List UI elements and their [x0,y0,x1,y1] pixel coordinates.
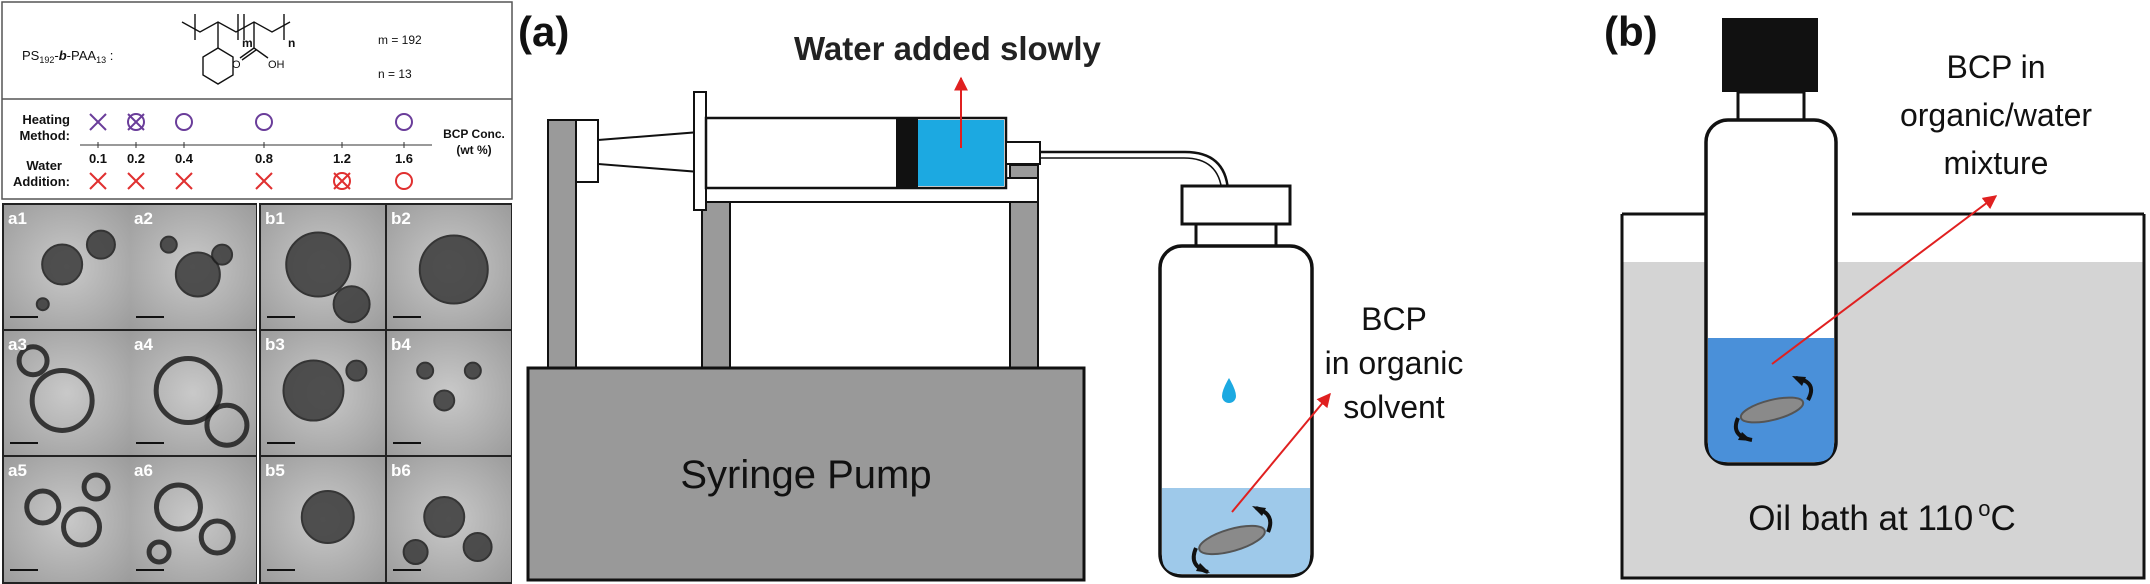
heating-label: Heating [22,112,70,127]
bcp-b-line3: mixture [1944,145,2049,181]
oil-bath-unit: C [1991,499,2016,538]
panel-b: (b) BCP in organic/water mixture Oil bat… [1604,8,2146,580]
heating-mark [175,113,193,131]
water-label: Water [26,158,62,173]
conc-tick-label: 1.6 [395,151,413,166]
water-mark [127,172,145,190]
table-border [1,1,513,200]
syringe-tip [1005,141,1041,165]
oil-bath-container [1620,214,2146,580]
vial-b-neck [1736,90,1806,124]
bcp-conc-label: BCP Conc. [443,127,505,141]
tem-grid: a1 a2 a3 a4 a5 a6 b1 b2 b3 b4 b5 b6 [4,205,511,582]
stand-left-post [547,119,577,371]
tem-image-b6: b6 [387,457,511,582]
water-mark [255,172,273,190]
struct-oh: OH [268,59,285,71]
tem-label: a5 [8,461,27,480]
tem-image-a4: a4 [130,331,256,455]
bcp-a-line1: BCP [1361,301,1427,337]
tem-image-a5: a5 [4,457,130,582]
heating-mark [255,113,273,131]
wt-label: (wt %) [456,143,491,157]
tem-label: b1 [265,209,285,228]
left-panel: PS192-b-PAA13 : m n O OH m = 192 n = 13 … [1,1,513,584]
stir-bar-b [1739,396,1805,424]
tem-label: a1 [8,209,27,228]
tem-label: a4 [134,335,153,354]
syringe-flange [693,91,707,211]
chemical-structure [181,14,291,85]
n-value: n = 13 [378,67,412,81]
vial-cap [1180,184,1292,226]
plunger-seal [896,118,918,188]
water-marks [89,172,413,190]
panel-b-tag: (b) [1604,8,1658,55]
tem-image-b4: b4 [387,331,511,455]
conc-tick-label: 0.1 [89,151,107,166]
tem-image-a1: a1 [4,205,130,329]
struct-n: n [288,36,295,50]
struct-m: m [242,36,253,50]
tem-image-b1: b1 [261,205,385,329]
bcp-arrow-b [1771,195,1998,365]
tem-image-b5: b5 [261,457,385,582]
tem-image-a6: a6 [130,457,256,582]
tem-image-a3: a3 [4,331,130,455]
tem-label: a6 [134,461,153,480]
bcp-b-line1: BCP in [1946,49,2045,85]
tem-image-a2: a2 [130,205,256,329]
water-mark [333,172,351,190]
oil-bath-degree: o [1978,496,1990,521]
tem-label: a2 [134,209,153,228]
bcp-a-line2: in organic [1325,345,1464,381]
stir-bar-a [1198,524,1266,556]
vial-b-cap [1722,18,1818,92]
method-label: Method: [19,128,70,143]
struct-o: O [232,59,241,71]
tem-label: b4 [391,335,411,354]
tem-label: a3 [8,335,27,354]
heating-marks [89,113,413,131]
tem-label: b6 [391,461,411,480]
stand-mid-post [701,197,731,371]
conc-tick-label: 0.8 [255,151,273,166]
syringe-pump-label: Syringe Pump [680,453,931,497]
oil-bath-text: Oil bath at 110 [1748,499,1973,538]
addition-label: Addition: [13,174,70,189]
panel-a-tag: (a) [518,8,569,55]
water-mark [395,172,413,190]
bcp-b-line2: organic/water [1900,97,2092,133]
tem-image-b3: b3 [261,331,385,455]
plunger-rod [597,130,701,174]
tem-image-b2: b2 [387,205,511,329]
water-droplet [1222,378,1236,403]
conc-tick-label: 0.4 [175,151,194,166]
heating-mark [127,113,145,131]
conc-ticks: 0.1 0.2 0.4 0.8 1.2 1.6 [89,142,413,166]
heating-mark [395,113,413,131]
conc-tick-label: 1.2 [333,151,351,166]
conc-tick-label: 0.2 [127,151,145,166]
water-mark [175,172,193,190]
water-mark [89,172,107,190]
water-added-text: Water added slowly [794,30,1101,67]
polymer-label: PS192-b-PAA13 : [22,48,113,65]
panel-a: (a) Water added slowly Syringe Pump [518,8,1464,582]
plunger-holder [575,119,599,183]
syringe-pump-box [526,366,1086,582]
heating-mark [89,113,107,131]
bcp-arrow-a [1231,392,1331,513]
tem-label: b5 [265,461,285,480]
m-value: m = 192 [378,33,422,47]
vial-neck [1194,222,1278,250]
tem-label: b3 [265,335,285,354]
bcp-a-line3: solvent [1343,389,1445,425]
tem-label: b2 [391,209,411,228]
